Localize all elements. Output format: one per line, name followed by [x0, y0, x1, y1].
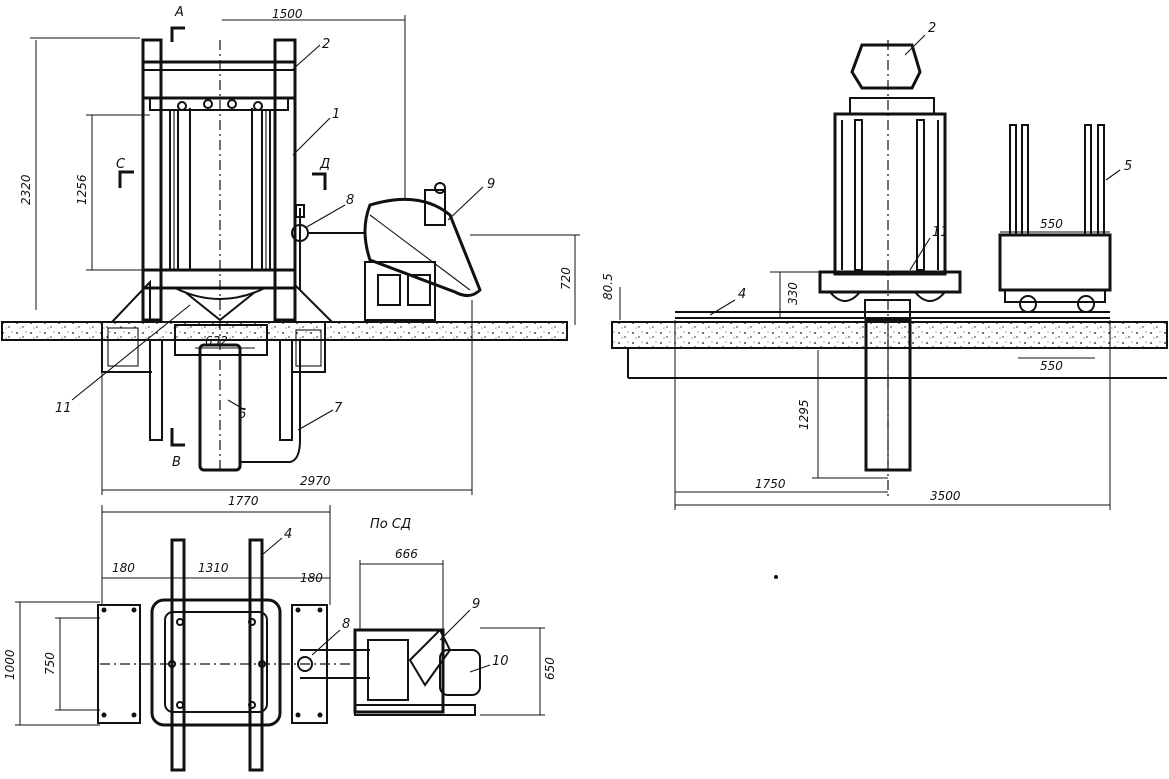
dim-1310: 1310 — [198, 561, 229, 575]
plan-view: По СД 1310 180 180 666 1000 750 650 4 8 … — [3, 505, 557, 772]
front-view: A C Д B 1500 2320 1256 632 720 2970 1770… — [1, 5, 580, 508]
callout-7: 7 — [334, 401, 343, 416]
side-column-body — [833, 112, 947, 276]
section-mark-c — [118, 170, 134, 188]
dim-330: 330 — [786, 282, 800, 305]
dim-1000: 1000 — [3, 649, 17, 680]
side-lower-shaft — [864, 318, 912, 472]
plan-callout-10: 10 — [492, 654, 509, 669]
base-block — [174, 324, 268, 356]
label-section-c: C — [116, 157, 126, 172]
label-section-b: B — [172, 455, 181, 470]
side-view: 80.5 330 550 550 1295 1750 3500 2 5 11 4 — [601, 21, 1168, 510]
dim-1770: 1770 — [228, 494, 259, 508]
bracket-right — [294, 282, 335, 323]
section-mark-b — [170, 428, 185, 447]
side-callout-11: 11 — [932, 225, 949, 240]
plan-callout-9: 9 — [472, 597, 480, 612]
section-mark-d — [312, 172, 327, 190]
plan-callout-8: 8 — [342, 617, 350, 632]
plan-callout-4: 4 — [284, 527, 292, 542]
dim-2970: 2970 — [300, 474, 331, 488]
callout-11: 11 — [55, 401, 72, 416]
dim-632: 632 — [205, 334, 228, 348]
pipe — [240, 340, 301, 463]
dim-720: 720 — [559, 267, 573, 290]
label-section-d: Д — [319, 157, 330, 172]
callout-2: 2 — [322, 37, 330, 52]
dim-180-right: 180 — [300, 571, 323, 585]
section-mark-a — [170, 26, 185, 42]
callout-6: 6 — [238, 407, 246, 422]
dim-650: 650 — [543, 657, 557, 680]
callout-8: 8 — [346, 193, 354, 208]
side-callout-4: 4 — [738, 287, 746, 302]
stray-dot — [774, 575, 778, 579]
dim-666: 666 — [395, 547, 418, 561]
plan-dimensions — [15, 505, 545, 726]
side-floor-slab — [611, 321, 1168, 349]
dim-80-5: 80.5 — [601, 273, 615, 300]
side-dimensions — [619, 231, 1111, 510]
lower-platform — [141, 268, 297, 290]
plan-pump-unit — [353, 628, 481, 716]
column-right — [273, 38, 297, 322]
callout-9: 9 — [487, 177, 495, 192]
pit-hatch-right — [295, 329, 322, 367]
pump-unit — [363, 182, 482, 321]
floor-slab — [1, 321, 568, 341]
dim-1295: 1295 — [797, 399, 811, 430]
dim-550-lower: 550 — [1040, 359, 1063, 373]
side-cart — [998, 124, 1112, 313]
guide-rods — [169, 99, 271, 271]
front-dimensions — [30, 15, 580, 495]
side-callout-2: 2 — [928, 21, 936, 36]
dim-750: 750 — [43, 652, 57, 675]
dim-1256: 1256 — [75, 174, 89, 205]
plan-central-body — [150, 598, 282, 727]
callout-1: 1 — [332, 107, 340, 122]
plan-valve — [297, 656, 313, 672]
dim-3500: 3500 — [930, 489, 961, 503]
bracket-left — [109, 279, 151, 323]
dim-550-upper: 550 — [1040, 217, 1063, 231]
side-callout-5: 5 — [1124, 159, 1132, 174]
dim-1500: 1500 — [272, 7, 303, 21]
top-crossbeam — [141, 60, 297, 100]
dim-1750: 1750 — [755, 477, 786, 491]
dim-180-left: 180 — [112, 561, 135, 575]
column-left — [141, 38, 163, 322]
label-section-a: A — [174, 5, 184, 20]
side-top-cap — [850, 43, 922, 90]
dim-2320: 2320 — [19, 174, 33, 205]
plan-title: По СД — [370, 517, 411, 532]
